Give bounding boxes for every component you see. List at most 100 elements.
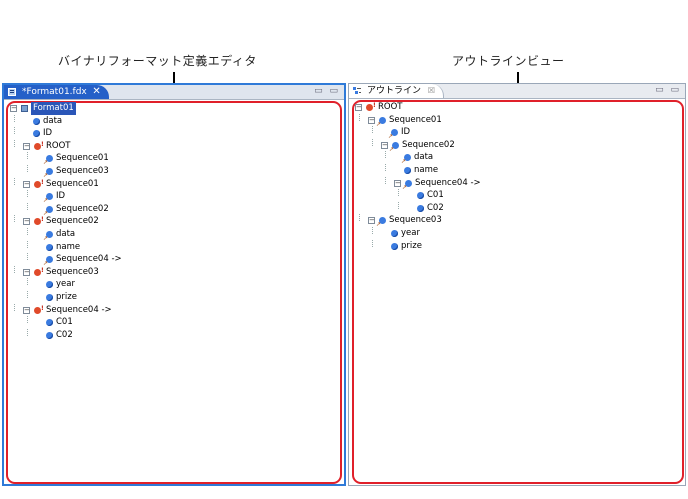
tree-node-label: year [401,227,420,238]
element-icon [46,331,53,339]
tree-guide-line [27,253,28,261]
tree-node-label: name [56,241,81,252]
tree-node-label: Sequence03 [46,266,99,277]
reference-element-icon [404,154,411,162]
window-controls[interactable]: ▭ ▭ [314,86,340,96]
tree-node-label: data [43,115,63,126]
outline-view-panel: アウトライン ☒ ▭ ▭ −!ROOT−↗Sequence01↗ID−↗Sequ… [348,83,686,486]
sequence-marker-icon: ! [41,216,44,224]
tree-guide-line [398,189,399,197]
tree-guide-line [27,190,28,198]
reference-element-icon [379,217,386,225]
tree-guide-line [14,139,15,147]
close-icon[interactable]: ☒ [427,86,436,95]
tree-guide-line [14,215,15,223]
tab-label: *Format01.fdx [22,87,87,97]
collapse-toggle-icon[interactable]: − [23,217,30,226]
tree-guide-line [27,152,28,160]
outline-icon [353,87,361,94]
window-controls[interactable]: ▭ ▭ [655,85,681,95]
collapse-toggle-icon[interactable]: − [10,104,17,112]
tree-node-label: ROOT [378,102,403,112]
reference-element-icon [392,141,399,149]
tab-format01[interactable]: *Format01.fdx ✕ [4,85,109,99]
tree-node-label: Sequence02 [46,216,99,227]
sequence-marker-icon: ! [41,304,44,312]
reference-element-icon [405,179,412,187]
outline-callout-label: アウトラインビュー [452,54,565,68]
tree-node-label: ID [401,127,411,138]
tree-node-label: Sequence03 [56,165,109,176]
tree-guide-line [14,303,15,311]
tab-outline[interactable]: アウトライン ☒ [349,84,445,98]
link-arrow-icon: ↗ [401,158,407,166]
tree-guide-line [359,214,360,222]
tree-node-label: Sequence04 -> [46,304,112,315]
tree-node-label: ROOT [46,140,71,151]
collapse-toggle-icon[interactable]: − [23,141,30,150]
tree-node-label: Sequence03 [389,215,442,226]
tree-guide-line [385,163,386,171]
tree-guide-line [27,316,28,324]
sequence-icon [34,218,41,226]
tree-node-label: data [414,152,434,163]
tree-guide-line [385,176,386,184]
sequence-icon [34,142,41,150]
tree-guide-line [398,201,399,209]
link-arrow-icon: ↗ [388,133,394,141]
reference-element-icon [46,205,53,213]
editor-callout-label: バイナリフォーマット定義エディタ [58,54,257,68]
tree-node-label: data [56,228,76,239]
element-icon [46,319,53,327]
tree-guide-line [14,265,15,273]
tree-guide-line [14,177,15,185]
link-arrow-icon: ↗ [43,209,49,217]
link-arrow-icon: ↗ [43,171,49,179]
tab-label: アウトライン [367,86,422,96]
tree-node-label: Sequence02 [402,139,455,150]
tree-node-label: ID [56,191,66,202]
element-icon [46,293,53,301]
element-icon [33,117,40,125]
element-icon [46,281,53,289]
collapse-toggle-icon[interactable]: − [394,178,401,187]
tree-guide-line [27,290,28,298]
sequence-icon [366,104,373,111]
collapse-toggle-icon[interactable]: − [368,115,375,124]
sequence-marker-icon: ! [41,266,44,274]
collapse-toggle-icon[interactable]: − [23,305,30,314]
sequence-marker-icon: ! [41,178,44,186]
sequence-icon [34,268,41,276]
tree-node-label: prize [401,240,422,251]
tree-guide-line [372,126,373,134]
tree-node-label: Sequence04 -> [56,254,122,265]
collapse-toggle-icon[interactable]: − [381,140,388,149]
sequence-icon [34,180,41,188]
link-arrow-icon: ↗ [389,145,395,153]
tree-node-label: Sequence01 [389,114,442,125]
outline-highlight-frame [352,100,684,484]
reference-element-icon [46,167,53,175]
tree-node-label: C02 [56,329,73,340]
collapse-toggle-icon[interactable]: − [23,179,30,188]
tree-guide-line [14,127,15,135]
sequence-marker-icon: ! [41,140,44,148]
file-icon [8,88,16,96]
tree-node-label: Sequence04 -> [415,177,481,188]
collapse-toggle-icon[interactable]: − [368,216,375,225]
tree-guide-line [27,278,28,286]
reference-element-icon [46,193,53,201]
tree-guide-line [372,138,373,146]
element-icon [391,242,398,250]
element-icon [404,166,411,174]
link-arrow-icon: ↗ [43,260,49,268]
close-icon[interactable]: ✕ [92,86,101,97]
element-icon [417,192,424,200]
link-arrow-icon: ↗ [43,197,49,205]
collapse-toggle-icon[interactable]: − [355,103,362,111]
sequence-icon [34,306,41,314]
collapse-toggle-icon[interactable]: − [23,267,30,276]
editor-tabbar: *Format01.fdx ✕ ▭ ▭ [4,85,344,100]
reference-element-icon [46,155,53,163]
